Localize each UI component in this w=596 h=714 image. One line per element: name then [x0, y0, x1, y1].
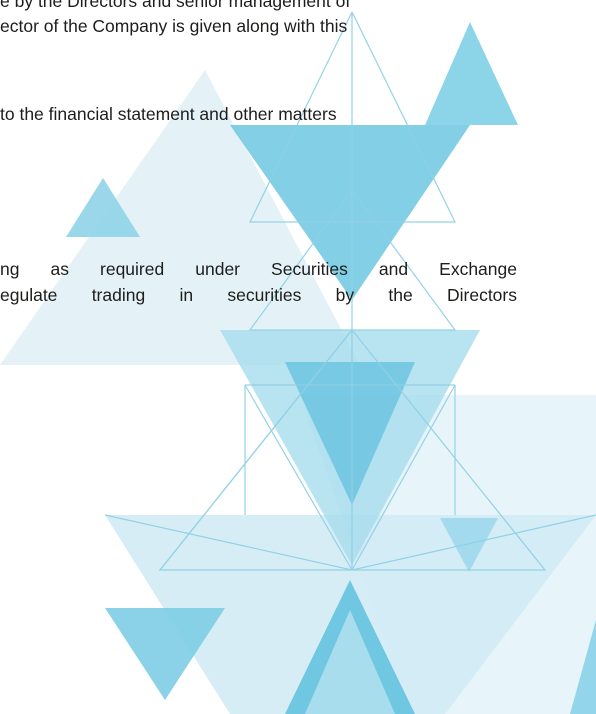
lower-left-triangle — [105, 608, 225, 700]
middle-inner-triangle — [285, 362, 415, 505]
top-down-triangle — [230, 125, 470, 300]
wireframe-lines — [104, 11, 596, 571]
bottom-right-edge-triangle — [570, 620, 596, 714]
text-line-4: ng as required under Securities and Exch… — [0, 259, 517, 279]
small-right-triangle — [440, 518, 498, 572]
lower-center-inner-triangle — [305, 610, 395, 714]
text-line-1: e by the Directors and senior management… — [0, 0, 351, 11]
text-line-2: ector of the Company is given along with… — [0, 16, 348, 36]
pale-triangle-large — [0, 70, 360, 365]
text-line-5: egulate trading in securities by the Dir… — [0, 285, 517, 305]
top-right-small-triangle — [425, 22, 518, 125]
left-small-triangle — [66, 178, 140, 237]
text-line-3: to the financial statement and other mat… — [0, 104, 337, 124]
